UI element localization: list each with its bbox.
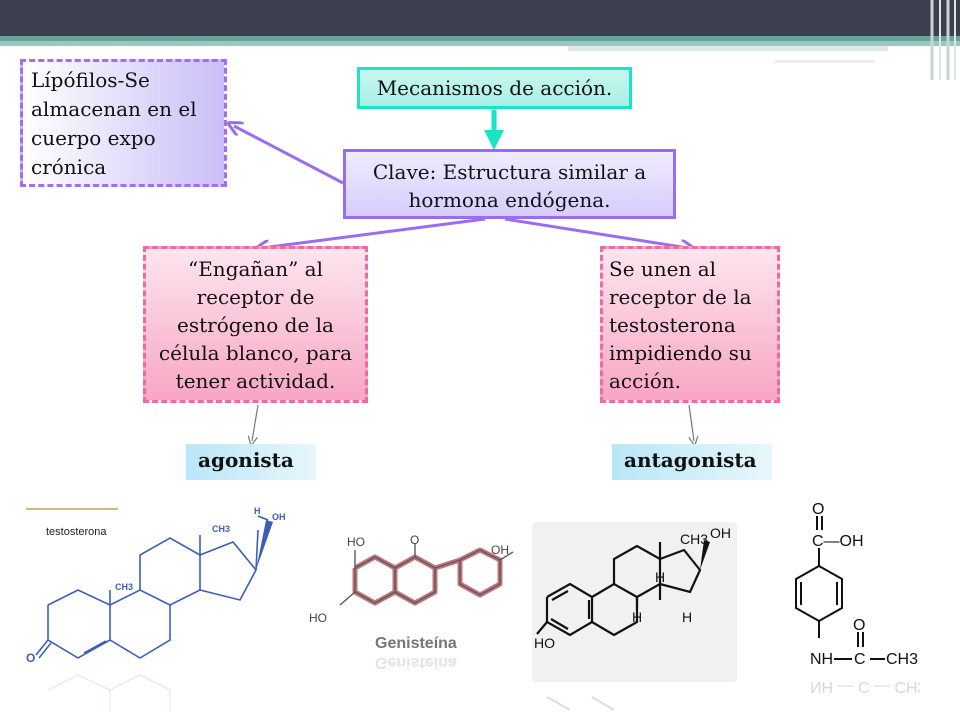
- paba-nh: NH: [810, 651, 833, 668]
- genistein-oh: OH: [491, 543, 509, 557]
- svg-text:NH — C — CH3: NH — C — CH3: [810, 678, 920, 695]
- testosterone-ch3-top: CH3: [212, 524, 230, 534]
- antagonist-description-box: Se unen al receptor de la testosterona i…: [600, 246, 780, 403]
- genistein-ho-left: HO: [309, 611, 327, 625]
- paba-acid: C—OH: [812, 533, 864, 550]
- genistein-structure: HO O OH HO Genisteína Genisteína: [305, 530, 520, 720]
- svg-text:Genisteína: Genisteína: [375, 654, 457, 671]
- paba-o-top: O: [812, 501, 824, 518]
- estradiol-ho: HO: [534, 635, 555, 651]
- acetamidobenzoic-structure: O C—OH NH C CH3 O NH — C — CH3: [790, 496, 920, 720]
- testosterone-o: O: [26, 651, 35, 665]
- genistein-o: O: [410, 533, 419, 547]
- arrow-to-agonista: [252, 404, 259, 441]
- paba-c: C: [854, 651, 866, 668]
- arrow-key-to-agonist: [262, 217, 486, 248]
- lipophilic-box: Lípófilos-Se almacenan en el cuerpo expo…: [20, 59, 227, 187]
- arrow-key-to-lipofilos: [234, 126, 344, 185]
- image-fragment: [26, 490, 118, 510]
- genistein-name: Genisteína: [375, 635, 457, 652]
- mechanisms-box: Mecanismos de acción.: [357, 67, 632, 109]
- testosterone-oh: OH: [272, 512, 286, 522]
- genistein-ho-top: HO: [347, 535, 365, 549]
- estradiol-h3: H: [682, 609, 692, 625]
- arrow-to-antagonista: [688, 404, 694, 441]
- header-decoration: [0, 0, 960, 80]
- testosterone-structure: testosterona: [18, 490, 308, 720]
- testosterone-name: testosterona: [46, 526, 107, 538]
- paba-ch3: CH3: [886, 651, 918, 668]
- key-structure-box: Clave: Estructura similar a hormona endó…: [343, 149, 676, 219]
- estradiol-h2: H: [632, 609, 642, 625]
- estradiol-structure: CH3 OH H H H HO: [532, 522, 737, 711]
- testosterone-ch3-mid: CH3: [115, 582, 133, 592]
- estradiol-oh: OH: [710, 525, 731, 541]
- arrow-key-to-antagonist: [504, 217, 688, 248]
- testosterone-skeleton: OH CH3 CH3 H O: [26, 506, 286, 712]
- agonista-label: agonista: [186, 444, 316, 480]
- paba-o-side: O: [853, 617, 865, 634]
- estradiol-h1: H: [655, 569, 665, 585]
- estradiol-ch3: CH3: [680, 531, 708, 547]
- agonist-description-box: “Engañan” al receptor de estrógeno de la…: [143, 246, 368, 403]
- antagonista-label: antagonista: [612, 444, 772, 480]
- testosterone-h: H: [254, 506, 261, 516]
